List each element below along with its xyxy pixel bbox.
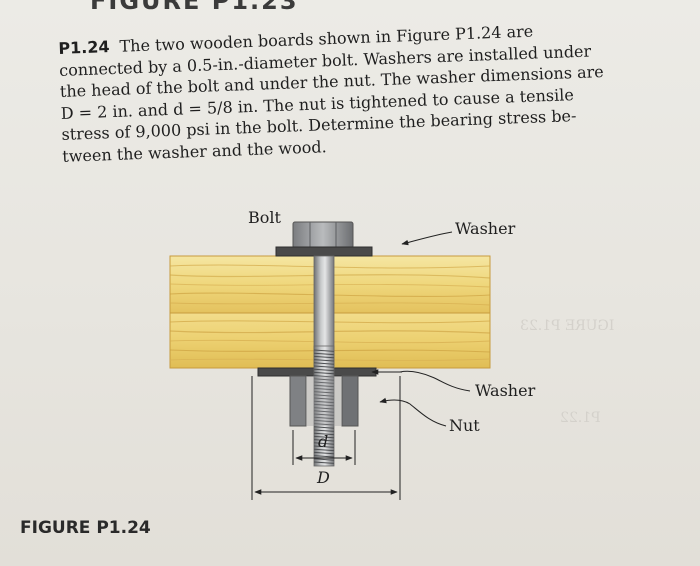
thread-line: [313, 371, 335, 375]
thread-line: [313, 365, 335, 368]
thread-line: [313, 429, 335, 432]
thread-lines: [313, 349, 335, 464]
thread-line: [313, 410, 335, 413]
thread-line: [313, 445, 335, 448]
thread-line: [313, 403, 335, 407]
washer-top-leader: [401, 231, 453, 246]
thread-line: [313, 397, 335, 400]
thread-line: [313, 349, 335, 352]
thread-line: [313, 381, 335, 384]
thread-line: [313, 362, 335, 365]
thread-line: [313, 461, 335, 464]
thread-line: [313, 378, 335, 381]
figure-caption: FIGURE P1.24: [20, 518, 151, 538]
washer-top-label: Washer: [455, 219, 516, 238]
thread-line: [313, 359, 335, 362]
thread-line: [313, 387, 335, 391]
thread-line: [313, 384, 335, 388]
D-dimension-label: D: [317, 468, 330, 487]
thread-line: [313, 423, 335, 426]
thread-line: [313, 400, 335, 404]
thread-line: [313, 455, 335, 458]
thread-line: [313, 432, 335, 436]
thread-line: [313, 375, 335, 378]
nut-leader: [379, 397, 447, 427]
washer-bottom-leader: [399, 370, 471, 392]
thread-line: [313, 355, 335, 359]
washer-bottom-label: Washer: [475, 381, 536, 400]
d-dimension-label: d: [318, 432, 329, 451]
nut-label: Nut: [449, 416, 480, 435]
thread-line: [313, 426, 335, 429]
thread-line: [313, 416, 335, 420]
thread-line: [313, 394, 335, 397]
thread-line: [313, 368, 335, 372]
previous-figure-header: FIGURE P1.23: [90, 0, 299, 15]
thread-line: [313, 442, 335, 445]
thread-line: [313, 391, 335, 394]
top-washer: [275, 246, 373, 257]
thread-line: [313, 435, 335, 439]
bolt-head: [292, 221, 354, 249]
thread-line: [313, 413, 335, 416]
thread-line: [313, 448, 335, 452]
nut: [289, 375, 359, 427]
thread-line: [313, 419, 335, 423]
thread-line: [313, 352, 335, 356]
thread-line: [313, 451, 335, 455]
thread-line: [313, 458, 335, 461]
thread-line: [313, 439, 335, 442]
bolt-label: Bolt: [248, 208, 281, 227]
thread-line: [313, 407, 335, 410]
